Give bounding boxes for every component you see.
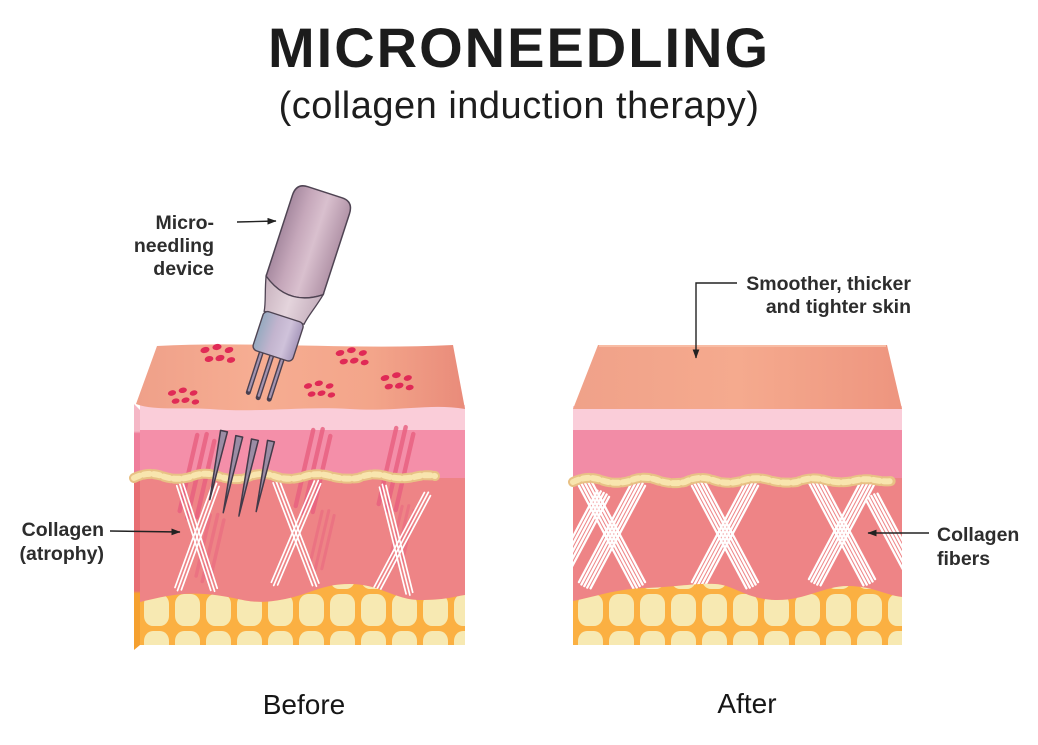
atrophy-label-line2: (atrophy) — [20, 543, 105, 565]
epidermis-layer-after — [573, 406, 902, 430]
atrophy-arrow — [109, 528, 181, 536]
epidermis-layer-before — [140, 405, 465, 430]
skin-surface-after — [573, 345, 902, 409]
skin-side-face — [134, 404, 140, 650]
device-label-line2: needling — [134, 235, 214, 257]
device-label-line3: device — [153, 258, 214, 280]
callout-arrows — [109, 217, 929, 537]
upper-dermis-after — [573, 430, 902, 482]
device-label-line1: Micro- — [156, 212, 215, 234]
needles-in-skin — [209, 429, 276, 517]
fibers-label-line2: fibers — [937, 548, 990, 570]
microneedling-device — [245, 185, 352, 402]
caption-after: After — [717, 688, 776, 719]
caption-before: Before — [263, 689, 346, 720]
skin-block-before — [129, 343, 465, 650]
smoother-label-line1: Smoother, thicker — [746, 273, 911, 295]
label-microneedling-device: Micro- needling device — [134, 212, 214, 280]
device-needles — [245, 349, 285, 402]
fat-layer-after — [573, 583, 902, 645]
membrane-chain-before — [129, 468, 440, 485]
device-collar — [252, 310, 304, 362]
smoother-label-line2: and tighter skin — [766, 296, 911, 318]
label-smoother-skin: Smoother, thicker and tighter skin — [746, 273, 911, 318]
label-collagen-fibers: Collagen fibers — [937, 524, 1019, 570]
skin-block-after — [568, 345, 902, 645]
label-collagen-atrophy: Collagen (atrophy) — [20, 519, 105, 565]
membrane-chain-after — [568, 472, 897, 489]
callout-labels: Micro- needling device Collagen (atrophy… — [20, 212, 1020, 570]
fat-layer-before — [140, 584, 465, 645]
device-neck — [263, 274, 325, 326]
fibers-label-line1: Collagen — [937, 524, 1019, 546]
smoother-arrow — [692, 282, 737, 359]
atrophy-label-line1: Collagen — [22, 519, 104, 541]
page-subtitle: (collagen induction therapy) — [279, 85, 760, 127]
page-title: MICRONEEDLING — [268, 16, 770, 79]
device-arrow — [236, 217, 277, 225]
